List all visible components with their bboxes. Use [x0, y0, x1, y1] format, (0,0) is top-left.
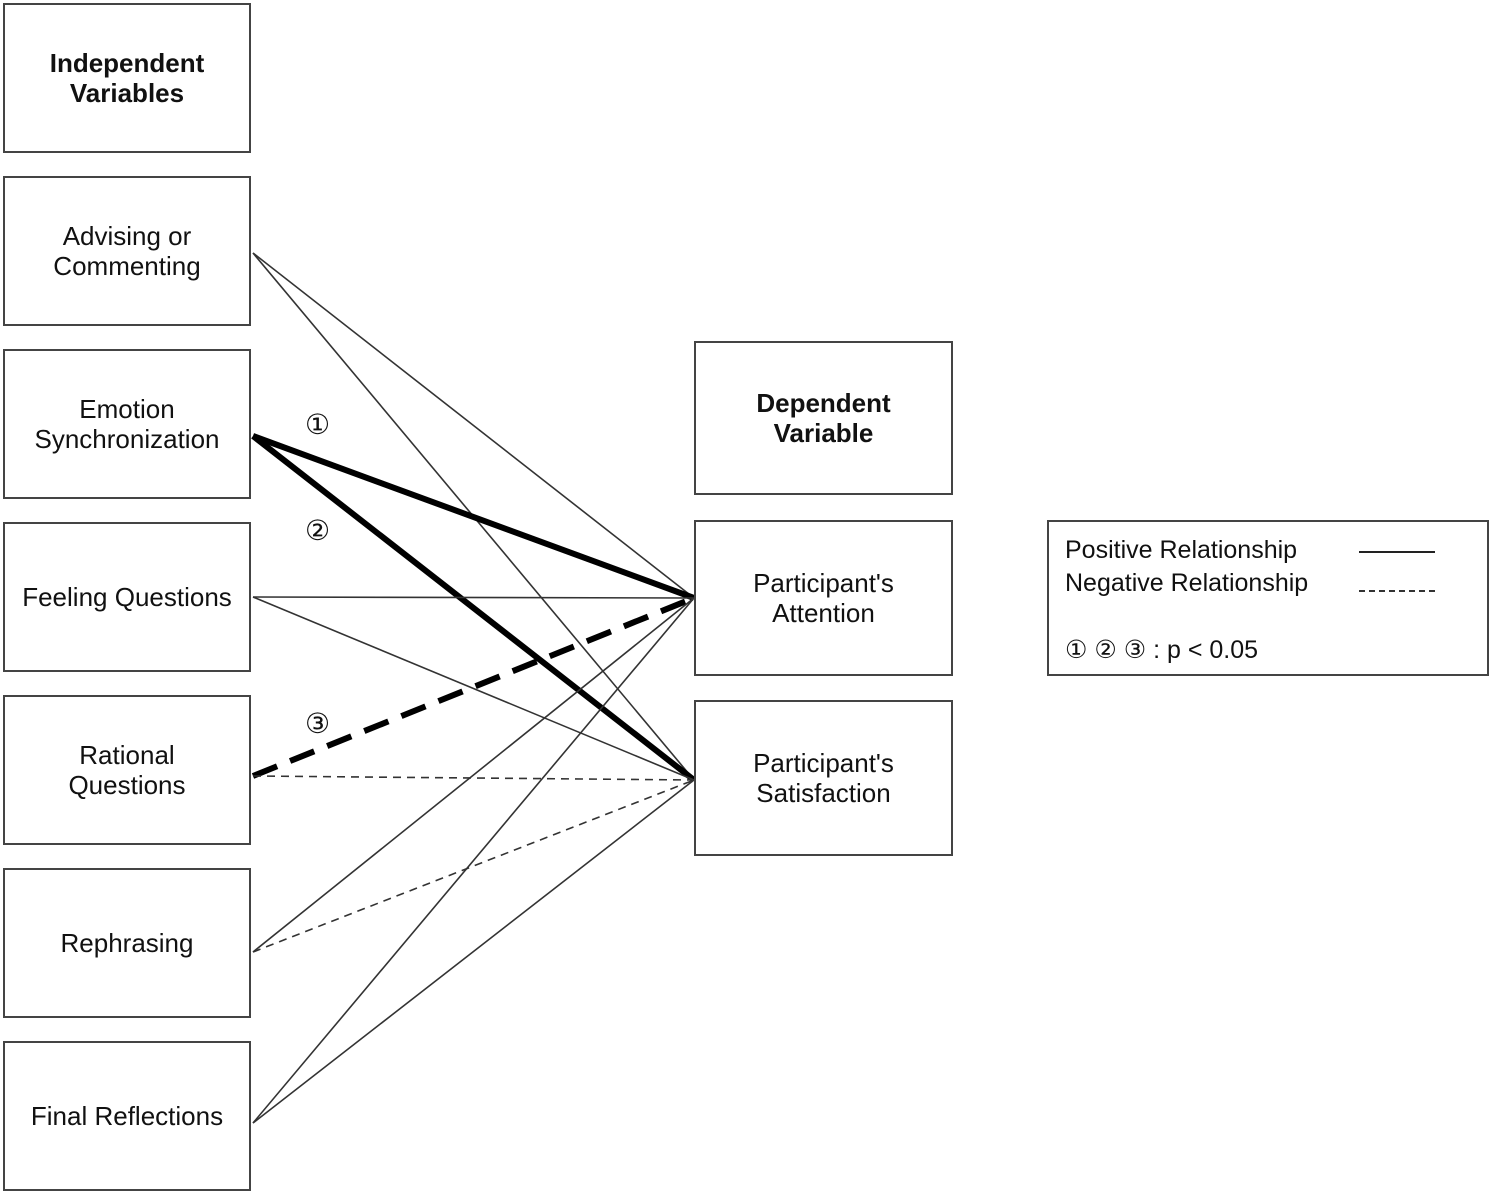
legend-significance-note: ① ② ③ : p < 0.05	[1065, 636, 1259, 664]
iv-emotion-synchronization: Emotion Synchronization	[3, 349, 251, 499]
legend-negative-label: Negative Relationship	[1065, 569, 1309, 597]
dv-participants-attention: Participant's Attention	[694, 520, 953, 676]
legend: Positive Relationship Negative Relations…	[1047, 520, 1489, 676]
iv-rephrasing: Rephrasing	[3, 868, 251, 1018]
iv-advising-or-commenting: Advising or Commenting	[3, 176, 251, 326]
relationship-line-10	[252, 779, 695, 953]
significance-marker-3: ③	[305, 708, 331, 739]
relationship-line-11	[252, 597, 695, 1124]
dependent-variable-header: Dependent Variable	[694, 341, 953, 495]
relationship-line-1	[252, 252, 695, 599]
independent-variables-header: Independent Variables	[3, 3, 251, 153]
significance-marker-1: ①	[305, 409, 331, 440]
legend-positive-label: Positive Relationship	[1065, 536, 1298, 564]
relationship-line-9	[252, 597, 695, 953]
iv-feeling-questions: Feeling Questions	[3, 522, 251, 672]
relationship-line-6	[252, 596, 695, 781]
legend-negative-line	[1359, 590, 1435, 592]
relationship-line-5	[252, 596, 695, 599]
relationship-line-8	[252, 775, 695, 781]
significance-marker-2: ②	[305, 515, 331, 546]
relationship-line-12	[252, 779, 695, 1124]
dv-participants-satisfaction: Participant's Satisfaction	[694, 700, 953, 856]
iv-rational-questions: Rational Questions	[3, 695, 251, 845]
legend-positive-line	[1359, 551, 1435, 553]
relationship-line-4	[251, 433, 696, 783]
relationship-line-3	[251, 433, 696, 601]
iv-final-reflections: Final Reflections	[3, 1041, 251, 1191]
